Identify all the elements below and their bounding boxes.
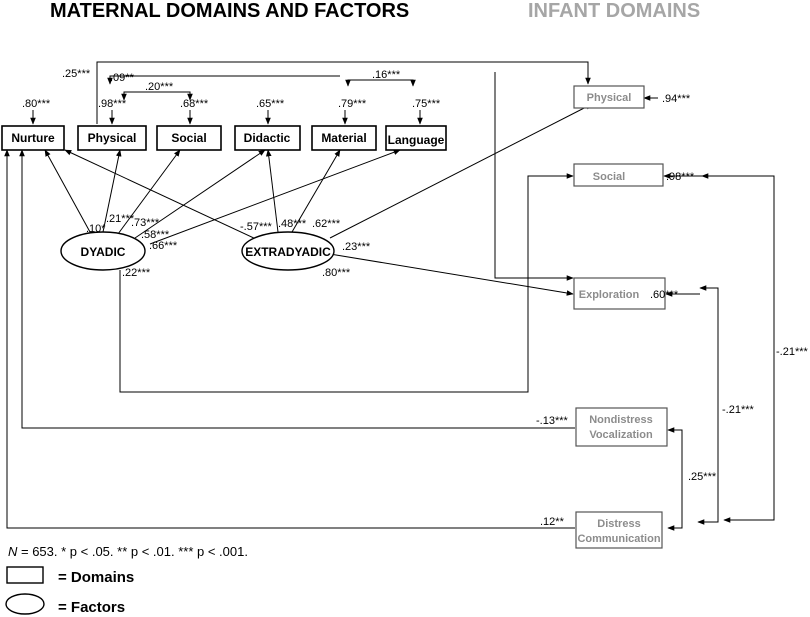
infant-label-distress-2: Communication <box>577 533 660 545</box>
coef-nurture-r2: .80*** <box>22 98 51 110</box>
factor-label-dyadic: DYADIC <box>81 245 126 259</box>
infant-label-exploration: Exploration <box>579 289 640 301</box>
box-label-didactic: Didactic <box>244 131 291 145</box>
box-language: Language <box>385 125 447 151</box>
box-label-nurture: Nurture <box>11 131 55 145</box>
factor-dyadic: DYADIC <box>60 231 146 271</box>
coef-expl-dc: -.21*** <box>722 404 755 416</box>
infant-label-physical: Physical <box>587 92 632 104</box>
infant-box-distress: Distress Communication <box>575 511 663 549</box>
coef-dy-exploration: .22*** <box>122 267 151 279</box>
coef-phys-soc: .20*** <box>145 81 174 93</box>
note-text: = 653. * p < .05. ** p < .01. *** p < .0… <box>17 544 248 559</box>
coef-ex-nurture: -.57*** <box>240 221 273 233</box>
coef-ex-didactic: .48*** <box>278 218 307 230</box>
box-label-material: Material <box>321 131 366 145</box>
factor-label-extradyadic: EXTRADYADIC <box>245 245 331 259</box>
box-social: Social <box>156 125 222 151</box>
coef-social-dc: -.21*** <box>776 346 809 358</box>
coef-ex-physical: .23*** <box>342 241 371 253</box>
infant-box-physical: Physical <box>573 85 645 109</box>
box-label-language: Language <box>388 133 445 147</box>
coef-physical-top: .25*** <box>62 68 91 80</box>
infant-box-nondistress: Nondistress Vocalization <box>575 407 668 447</box>
infant-box-social: Social <box>573 163 664 187</box>
box-didactic: Didactic <box>234 125 301 151</box>
legend: = Domains = Factors <box>5 566 134 616</box>
coef-inf-social: .98*** <box>666 171 695 183</box>
legend-domains-label: = Domains <box>58 569 134 586</box>
sample-note: N = 653. * p < .05. ** p < .01. *** p < … <box>8 544 248 559</box>
paths <box>4 61 775 531</box>
infant-label-nondistress-2: Vocalization <box>589 429 653 441</box>
infant-box-exploration: Exploration <box>573 277 666 310</box>
box-physical: Physical <box>77 125 147 151</box>
coef-social-r2: .68*** <box>180 98 209 110</box>
coef-dy-social: .73*** <box>131 217 160 229</box>
coef-didactic-r2: .65*** <box>256 98 285 110</box>
coef-dy-didactic: .58*** <box>141 229 170 241</box>
coef-nondistress: -.13*** <box>536 415 569 427</box>
note-n: N <box>8 544 18 559</box>
box-material: Material <box>311 125 377 151</box>
coef-ex-exploration: .80*** <box>322 267 351 279</box>
coef-material-r2: .79*** <box>338 98 367 110</box>
infant-label-social: Social <box>593 171 625 183</box>
coef-distress: .12** <box>540 516 565 528</box>
coef-physical-r2: .98*** <box>98 98 127 110</box>
coef-inf-exploration: .60*** <box>650 289 679 301</box>
legend-factors-label: = Factors <box>58 599 125 616</box>
box-label-social: Social <box>171 131 206 145</box>
box-nurture: Nurture <box>1 125 65 151</box>
infant-heading: INFANT DOMAINS <box>528 0 700 22</box>
coef-dy-nurture: .10* <box>86 223 106 235</box>
coef-language-r2: .75*** <box>412 98 441 110</box>
coef-dy-physical: .21*** <box>106 213 135 225</box>
legend-domain-swatch <box>6 566 44 584</box>
infant-label-distress-1: Distress <box>597 518 640 530</box>
coef-ex-material: .62*** <box>312 218 341 230</box>
maternal-heading: MATERNAL DOMAINS AND FACTORS <box>50 0 409 22</box>
coef-dy-language: .66*** <box>149 240 178 252</box>
coef-mat-lang: .16*** <box>372 69 401 81</box>
coef-phys-mat: .09** <box>110 72 135 84</box>
legend-factor-swatch <box>5 593 45 615</box>
infant-label-nondistress-1: Nondistress <box>589 414 653 426</box>
coef-inf-physical: .94*** <box>662 93 691 105</box>
box-label-physical: Physical <box>88 131 137 145</box>
coefficients: .80*** .98*** .68*** .65*** .79*** .75**… <box>22 68 809 528</box>
coef-nd-dc: .25*** <box>688 471 717 483</box>
factor-extradyadic: EXTRADYADIC <box>241 231 335 271</box>
